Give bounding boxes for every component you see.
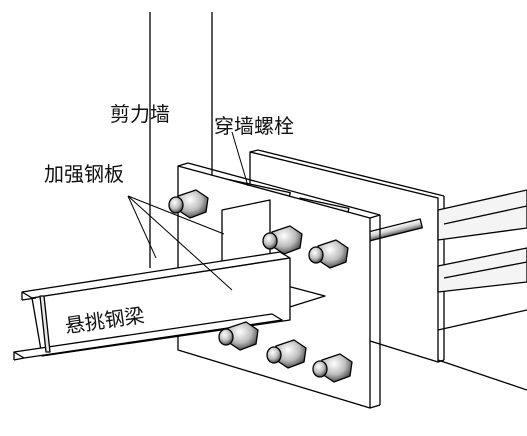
cantilever-steel-beam [13, 251, 291, 361]
leader-stiffener-1 [127, 195, 157, 259]
nut-upper-right [308, 239, 349, 269]
nut-lower-left [218, 321, 259, 351]
label-through-bolt: 穿墙螺栓 [214, 114, 294, 138]
nut-top-left [168, 189, 209, 219]
leader-lines [127, 131, 249, 291]
far-side-member [437, 189, 527, 391]
label-shear-wall: 剪力墙 [110, 102, 170, 126]
leader-stiffener-3 [127, 195, 233, 291]
leader-stiffener-2 [127, 195, 225, 235]
leader-through-bolt [231, 131, 249, 187]
nut-lower-middle [266, 339, 307, 369]
label-stiffener-plate: 加强钢板 [44, 162, 124, 186]
bolt-nuts [168, 189, 353, 383]
nut-upper-middle [262, 225, 303, 255]
nut-lower-right [312, 353, 353, 383]
